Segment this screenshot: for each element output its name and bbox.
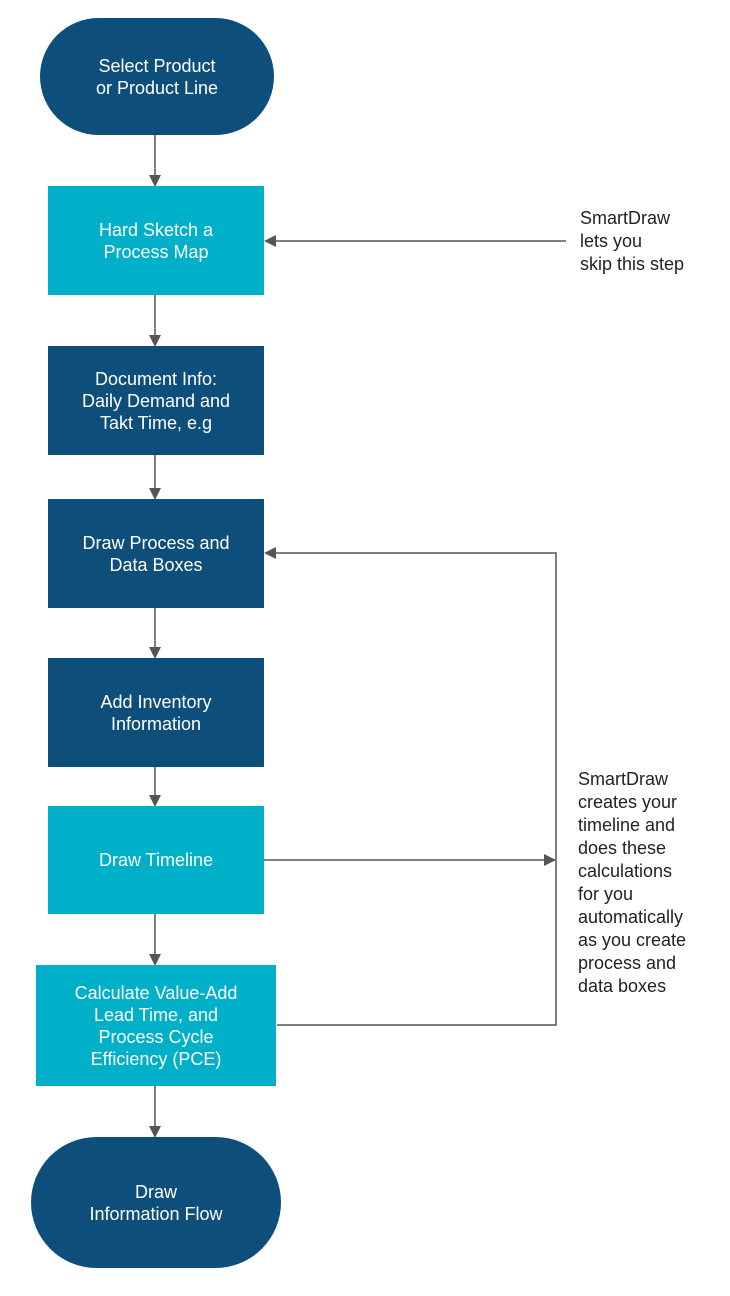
calculate-value-label: Calculate Value-Add Lead Time, and Proce… [74,982,238,1069]
document-info-node: Document Info: Daily Demand and Takt Tim… [48,346,264,455]
feedback-loop-to-draw-process [264,547,557,1026]
select-product-label: Select Product or Product Line [95,55,219,98]
select-product-node: Select Product or Product Line [40,18,274,135]
draw-info-flow-label: Draw Information Flow [89,1181,223,1224]
draw-timeline-label: Draw Timeline [98,850,214,870]
draw-timeline-node: Draw Timeline [48,806,264,914]
automatic-note: SmartDraw creates your timeline and does… [578,769,687,996]
draw-process-label: Draw Process and Data Boxes [82,532,230,575]
add-inventory-node: Add Inventory Information [48,658,264,767]
draw-info-flow-node: Draw Information Flow [31,1137,281,1268]
document-info-label: Document Info: Daily Demand and Takt Tim… [81,368,231,433]
draw-process-node: Draw Process and Data Boxes [48,499,264,608]
calculate-value-node: Calculate Value-Add Lead Time, and Proce… [36,965,276,1086]
hand-sketch-label: Hard Sketch a Process Map [98,219,214,262]
add-inventory-label: Add Inventory Information [100,691,212,734]
skip-step-note: SmartDraw lets you skip this step [580,208,685,274]
hand-sketch-node: Hard Sketch a Process Map [48,186,264,295]
